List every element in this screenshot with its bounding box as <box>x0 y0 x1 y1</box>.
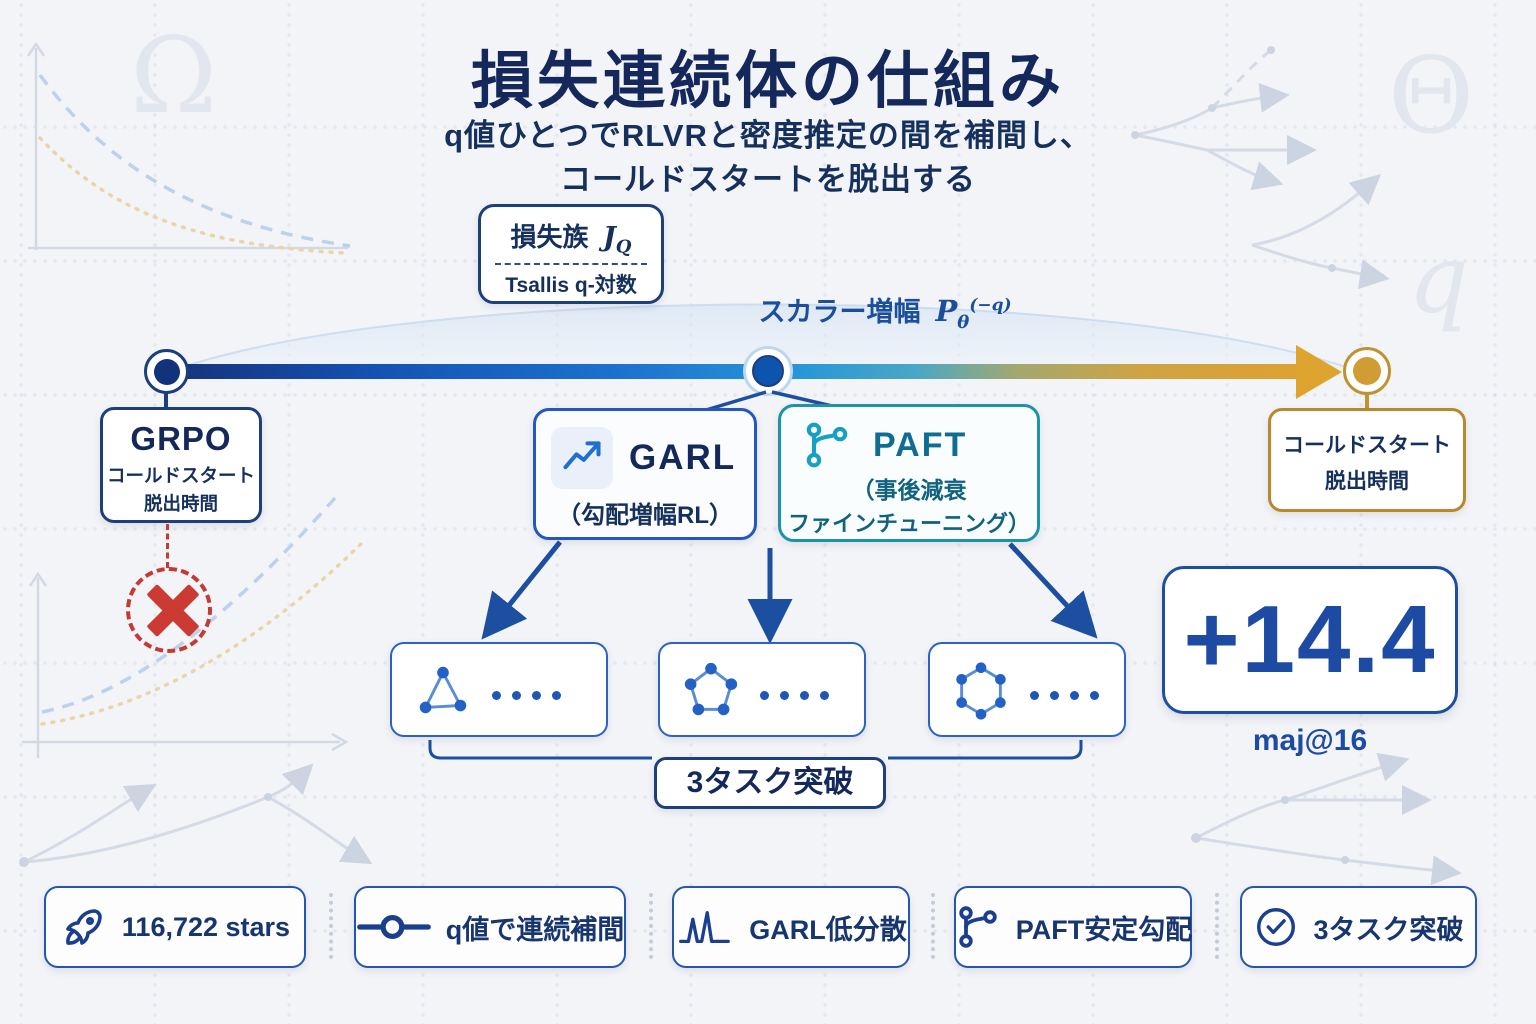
scalar-amplification-label: スカラー増幅 Pθ(−q) <box>758 294 1012 333</box>
rocket-icon <box>60 903 108 951</box>
branch-icon <box>801 419 853 471</box>
paft-line1: （事後減衰 <box>851 477 967 503</box>
subtitle-line1: q値ひとつでRLVRと密度推定の間を補間し、 <box>444 118 1092 153</box>
omega-symbol: Ω <box>130 15 218 137</box>
check-circle-icon <box>1253 904 1299 950</box>
garl-title: GARL <box>629 438 737 477</box>
connector-grpo <box>164 392 168 408</box>
paft-line2: ファインチューニング） <box>787 511 1030 536</box>
trending-up-icon <box>551 427 613 489</box>
task-lines <box>760 679 829 700</box>
theta-symbol: Θ <box>1388 35 1475 157</box>
scalar-formula: Pθ(−q) <box>935 294 1012 333</box>
loss-family-method: Tsallis q-対数 <box>505 274 637 298</box>
task-lines <box>1030 679 1099 700</box>
failure-x-icon <box>126 567 212 653</box>
badge-tasks: 3タスク突破 <box>1240 886 1477 968</box>
slider-icon <box>356 913 432 941</box>
pentagon-graph-icon <box>680 659 742 721</box>
badge-stars: 116,722 stars <box>44 886 306 968</box>
garl-box: GARL （勾配増幅RL） <box>533 408 757 540</box>
subtitle-line2: コールドスタートを脱出する <box>560 162 976 197</box>
badge-divider <box>931 893 935 959</box>
tasks-breakthrough-label: 3タスク突破 <box>654 757 886 809</box>
coldstart-line2: 脱出時間 <box>1325 470 1409 493</box>
timeline-node-middle <box>743 346 793 396</box>
grpo-line1: コールドスタート <box>106 465 255 486</box>
badge-divider <box>649 893 653 959</box>
coldstart-line1: コールドスタート <box>1283 434 1451 457</box>
metric-value: +14.4 <box>1183 586 1437 693</box>
timeline-node-grpo <box>144 349 189 394</box>
paft-box: PAFT （事後減衰 ファインチューニング） <box>778 404 1040 542</box>
gradient-arrowhead-icon <box>1296 345 1342 399</box>
triangle-graph-icon <box>412 659 474 721</box>
badge-paft-gradient: PAFT安定勾配 <box>954 886 1192 968</box>
badge-label: 116,722 stars <box>121 911 291 942</box>
task-card-1 <box>390 642 608 737</box>
failure-connector <box>166 524 169 568</box>
page-title: 損失連続体の仕組み <box>470 47 1065 116</box>
loss-family-label: 損失族 JQ <box>510 222 632 258</box>
hexagon-graph-icon <box>950 659 1012 721</box>
task-card-3 <box>928 642 1126 737</box>
badge-divider <box>329 893 333 959</box>
q-symbol: q <box>1408 225 1469 335</box>
badge-label: 3タスク突破 <box>1313 914 1464 945</box>
badge-label: GARL低分散 <box>749 914 907 945</box>
branch-icon <box>954 903 1002 951</box>
badge-divider <box>1215 893 1219 959</box>
loss-continuum-gradient-bar <box>176 364 1298 379</box>
loss-family-box: 損失族 JQ Tsallis q-対数 <box>478 204 664 304</box>
grpo-line2: 脱出時間 <box>143 493 218 514</box>
badge-interpolation: q値で連続補間 <box>354 886 626 968</box>
grpo-title: GRPO <box>130 420 232 457</box>
badge-garl-variance: GARL低分散 <box>672 886 910 968</box>
dashed-divider <box>495 263 647 266</box>
metric-caption: maj@16 <box>1252 724 1368 757</box>
loss-formula: JQ <box>603 222 632 258</box>
task-card-2 <box>658 642 866 737</box>
badge-label: q値で連続補間 <box>445 914 625 945</box>
badge-label: PAFT安定勾配 <box>1015 914 1193 945</box>
paft-title: PAFT <box>873 425 968 464</box>
coldstart-box: コールドスタート 脱出時間 <box>1268 408 1466 512</box>
connector-coldstart <box>1365 393 1369 409</box>
garl-subtitle: （勾配増幅RL） <box>557 502 733 529</box>
grpo-box: GRPO コールドスタート 脱出時間 <box>100 407 262 523</box>
timeline-node-coldstart <box>1343 347 1391 395</box>
waveform-icon <box>675 906 735 948</box>
task-lines <box>492 679 561 700</box>
metric-box: +14.4 <box>1162 566 1458 714</box>
